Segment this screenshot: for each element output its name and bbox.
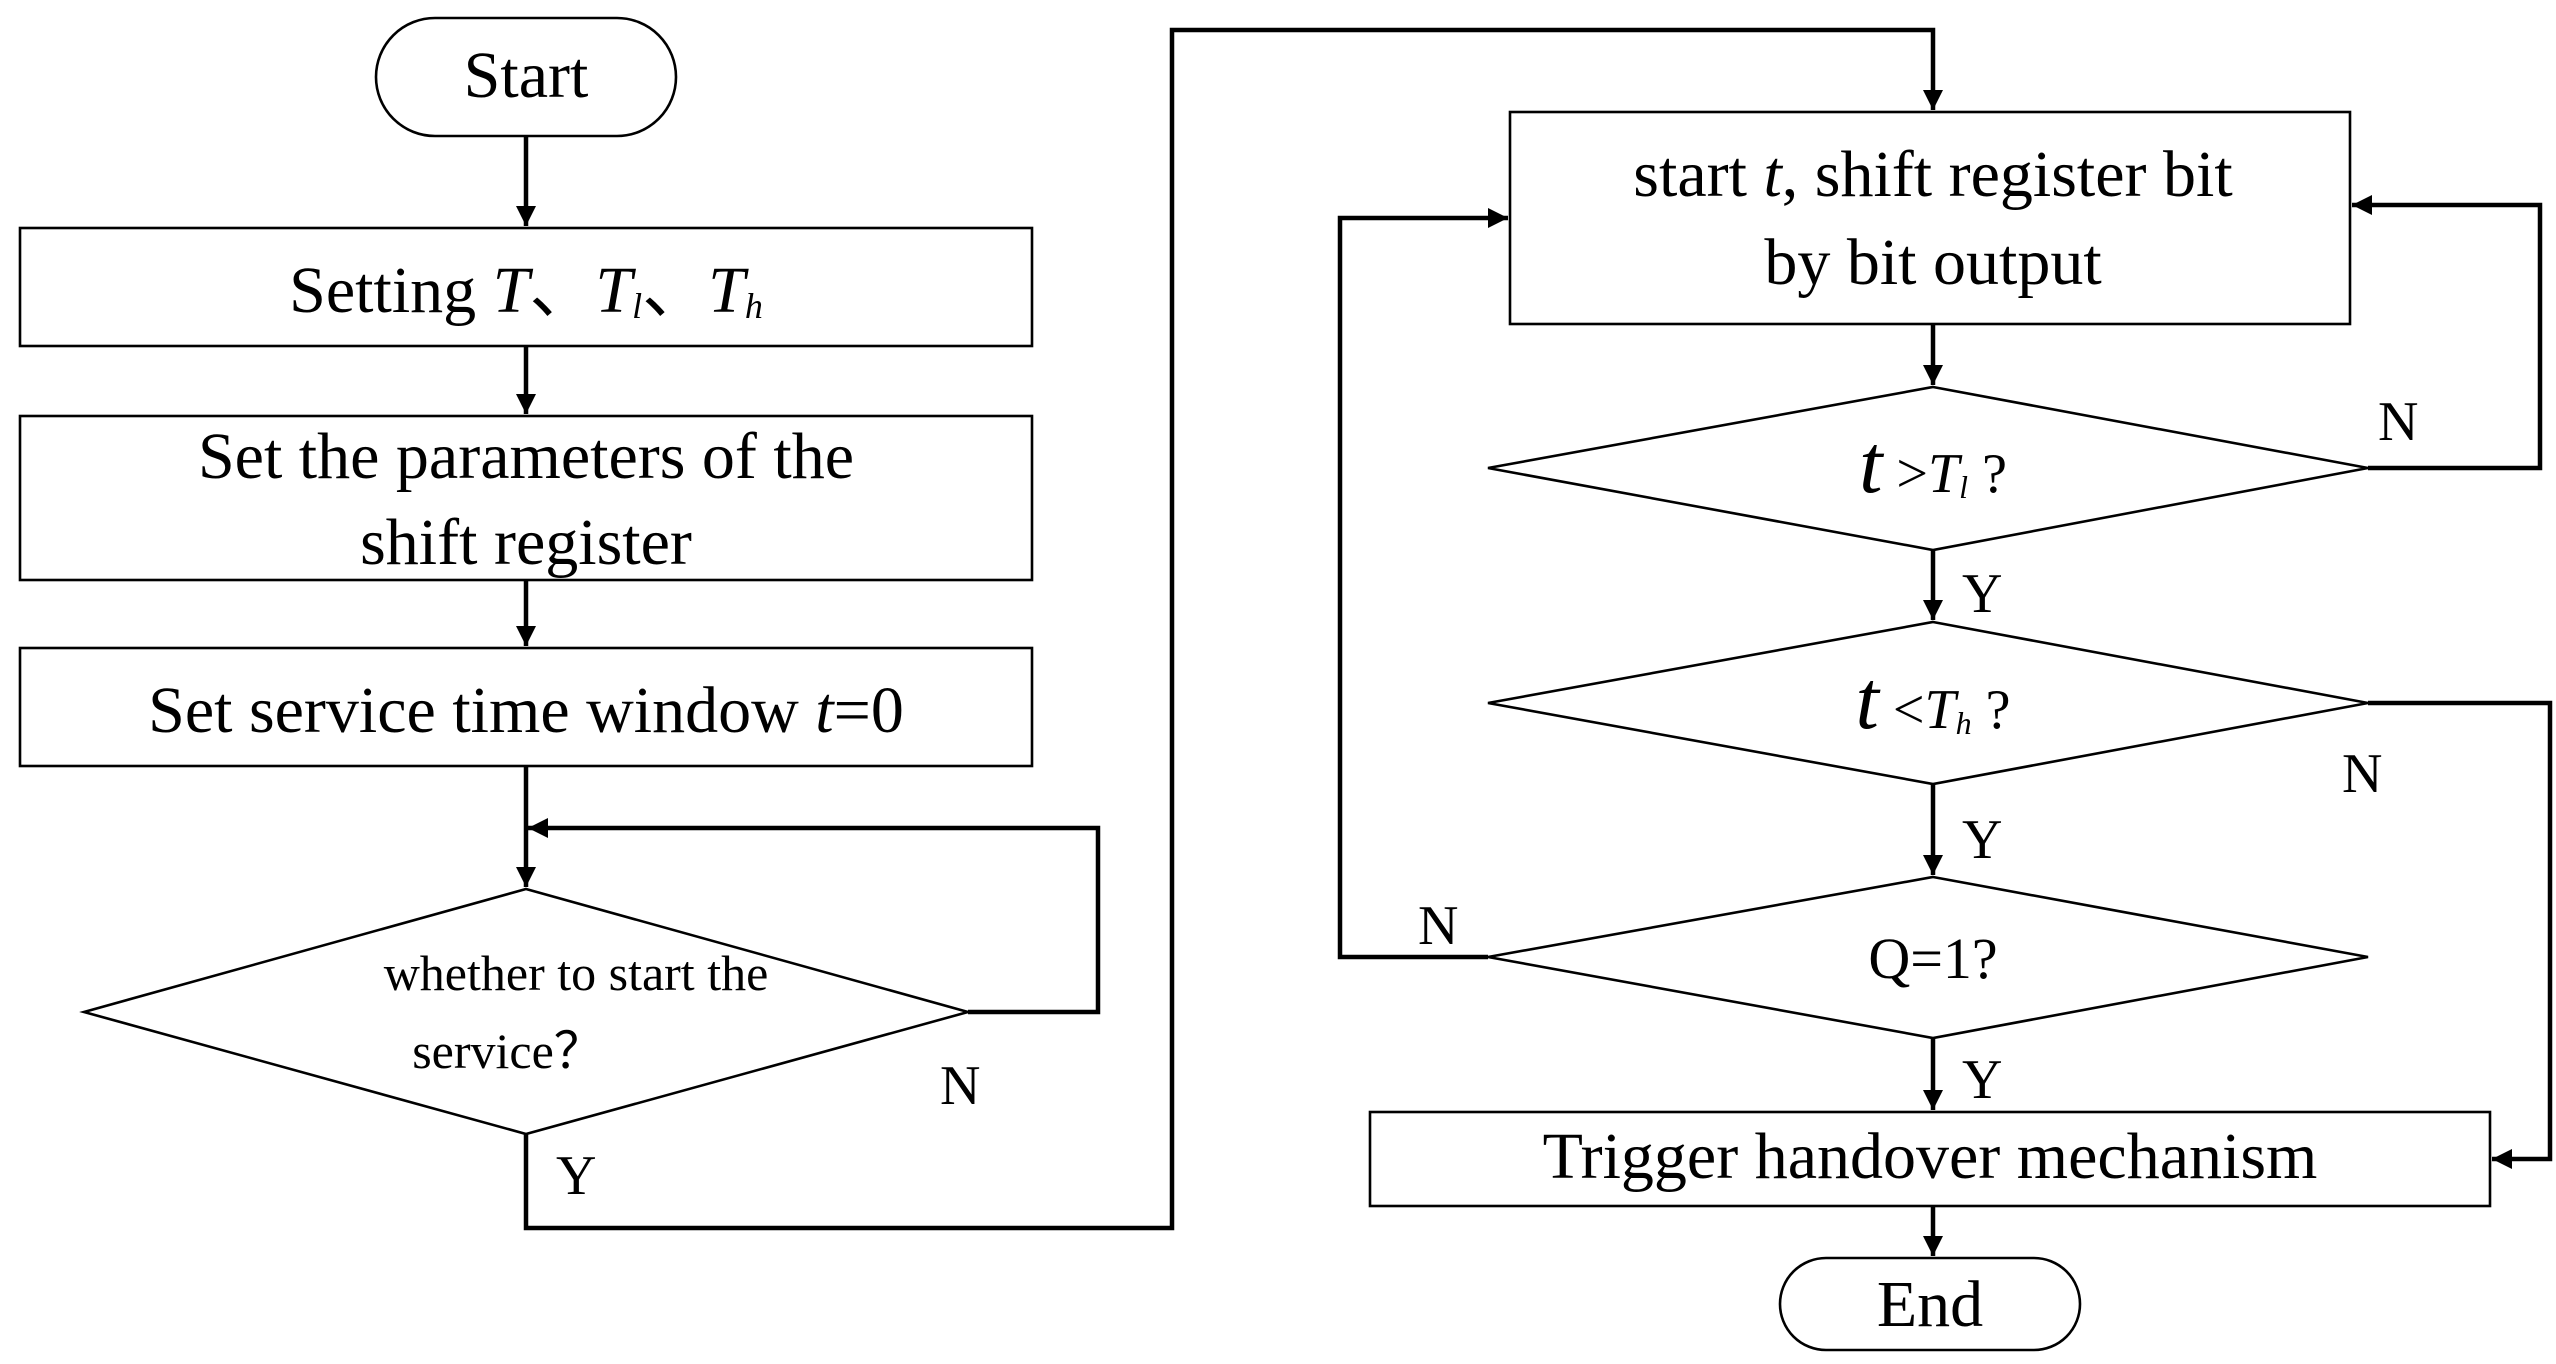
trigger-handover-label: Trigger handover mechanism — [1543, 1120, 2318, 1193]
loop-no-tl — [2352, 195, 2543, 471]
label-yes-q: Y — [1962, 1049, 2002, 1111]
t-less-th-decision: t <Th ? — [1487, 620, 2369, 786]
label-yes-th: Y — [1962, 809, 2002, 871]
start-t-line1: start t, shift register bit — [1633, 138, 2232, 211]
loop-no-q — [1337, 208, 1508, 960]
set-parameters-box: Set the parameters of the shift register — [18, 414, 1034, 582]
loop-no-start-service — [528, 818, 1101, 1015]
start-service-decision: whether to start the service？ — [79, 887, 973, 1136]
set-time-window-label: Set service time window t=0 — [148, 674, 904, 747]
label-no-tl: N — [2378, 391, 2418, 453]
start-label: Start — [464, 39, 589, 112]
set-parameters-line2: shift register — [360, 506, 692, 579]
q-equals-one-decision: Q=1? — [1487, 875, 2369, 1040]
set-time-window-box: Set service time window t=0 — [18, 646, 1034, 768]
q-equals-one-label: Q=1? — [1868, 926, 1997, 991]
start-t-box: start t, shift register bit by bit outpu… — [1508, 110, 2352, 326]
start-terminal: Start — [374, 16, 678, 138]
label-yes-tl: Y — [1962, 563, 2002, 625]
start-service-line1: whether to start the — [384, 945, 769, 1001]
right-connectors — [1337, 195, 2553, 1256]
label-no-start-service: N — [940, 1055, 980, 1117]
t-greater-tl-label: t >Tl ? — [1859, 418, 2007, 511]
end-label: End — [1877, 1268, 1983, 1341]
left-connectors — [516, 27, 1943, 1231]
trigger-handover-box: Trigger handover mechanism — [1368, 1110, 2492, 1208]
t-less-th-label: t <Th ? — [1856, 654, 2011, 747]
connector-yes-to-start-t — [523, 27, 1943, 1231]
start-service-line2: service？ — [412, 1023, 604, 1079]
end-terminal: End — [1778, 1256, 2082, 1352]
start-t-line2: by bit output — [1764, 226, 2101, 299]
connector-no-th-to-handover — [2368, 700, 2553, 1169]
setting-thresholds-box: Setting T、Tl、Th — [18, 226, 1034, 348]
set-parameters-line1: Set the parameters of the — [198, 420, 854, 493]
t-greater-tl-decision: t >Tl ? — [1487, 385, 2369, 552]
setting-thresholds-label: Setting T、Tl、Th — [289, 254, 763, 327]
label-no-q: N — [1418, 895, 1458, 957]
label-yes-start-service: Y — [556, 1145, 596, 1207]
label-no-th: N — [2342, 743, 2382, 805]
